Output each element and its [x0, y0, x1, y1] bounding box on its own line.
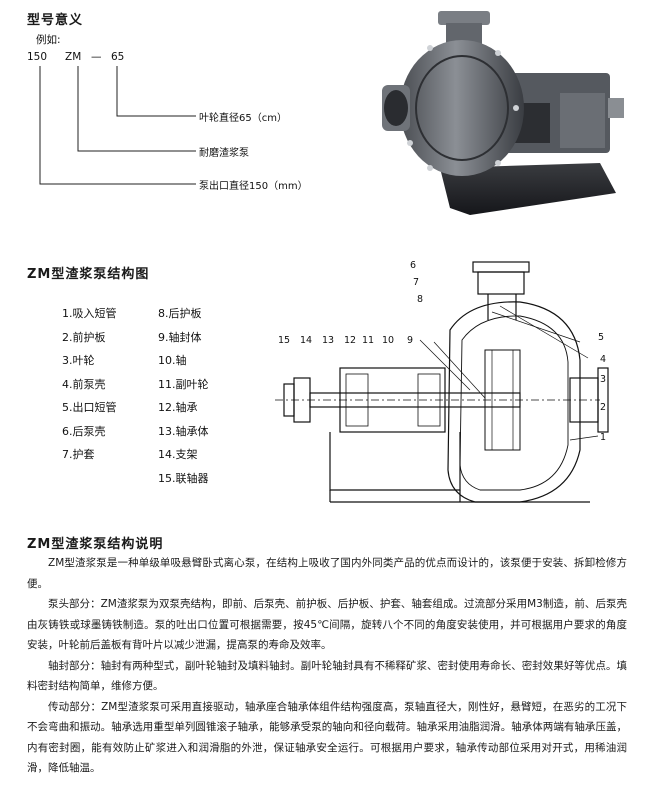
callout-8: 8	[417, 294, 423, 305]
description-paragraph-pump-head: 泵头部分：ZM渣浆泵为双泵壳结构，即前、后泵壳、前护板、后护板、护套、轴套组成。…	[27, 598, 627, 651]
annotation-wear-resistant-pump: 耐磨渣浆泵	[199, 148, 249, 159]
callout-2: 2	[600, 402, 606, 413]
callout-15: 15	[278, 335, 290, 346]
callout-13: 13	[322, 335, 334, 346]
model-code-type: ZM	[65, 51, 82, 63]
callout-numbers: 6 7 8 15 14 13 12 11 10 9 5 4 3 2 1	[278, 260, 606, 443]
part-item: 12.轴承	[158, 401, 198, 414]
description-paragraph-intro: ZM型渣浆泵是一种单级单吸悬臂卧式离心泵，在结构上吸收了国内外同类产品的优点而设…	[27, 557, 627, 590]
part-item: 3.叶轮	[62, 354, 95, 367]
callout-12: 12	[344, 335, 356, 346]
callout-11: 11	[362, 335, 374, 346]
model-code-impeller: 65	[111, 51, 125, 63]
part-item: 6.后泵壳	[62, 424, 106, 438]
part-item: 1.吸入短管	[62, 307, 117, 320]
callout-14: 14	[300, 335, 312, 346]
part-item: 5.出口短管	[62, 401, 117, 414]
callout-7: 7	[413, 277, 419, 288]
part-item: 10.轴	[158, 354, 187, 367]
model-code-leader-lines	[39, 66, 196, 185]
part-item: 9.轴封体	[158, 330, 202, 344]
model-code-dash: —	[91, 51, 102, 63]
callout-4: 4	[600, 354, 606, 365]
part-item: 15.联轴器	[158, 471, 209, 485]
part-item: 4.前泵壳	[62, 377, 106, 391]
example-label: 例如:	[36, 34, 61, 46]
part-item: 11.副叶轮	[158, 377, 209, 391]
callout-9: 9	[407, 335, 413, 346]
callout-3: 3	[600, 374, 606, 385]
model-code-size: 150	[27, 51, 48, 63]
callout-6: 6	[410, 260, 416, 271]
annotation-outlet-diameter: 泵出口直径150（mm）	[199, 181, 308, 192]
model-meaning-title: 型号意义	[27, 13, 84, 28]
callout-1: 1	[600, 432, 606, 443]
parts-list-left: 1.吸入短管 2.前护板 3.叶轮 4.前泵壳 5.出口短管 6.后泵壳 7.护…	[62, 302, 117, 467]
parts-list-right: 8.后护板 9.轴封体 10.轴 11.副叶轮 12.轴承 13.轴承体 14.…	[158, 302, 209, 490]
structure-title: ZM型渣浆泵结构图	[27, 267, 150, 282]
part-item: 2.前护板	[62, 330, 106, 344]
pump-cross-section-drawing: 6 7 8 15 14 13 12 11 10 9 5 4 3 2 1	[275, 260, 609, 503]
callout-10: 10	[382, 335, 394, 346]
annotation-impeller-diameter: 叶轮直径65（cm）	[199, 113, 287, 124]
part-item: 14.支架	[158, 448, 198, 461]
description-paragraph-shaft-seal: 轴封部分：轴封有两种型式，副叶轮轴封及填料轴封。副叶轮轴封具有不稀释矿浆、密封使…	[27, 659, 627, 693]
part-item: 13.轴承体	[158, 424, 209, 438]
pump-photo	[382, 11, 624, 215]
description-title: ZM型渣浆泵结构说明	[27, 537, 164, 552]
part-item: 7.护套	[62, 448, 95, 461]
callout-5: 5	[598, 332, 604, 343]
description-paragraph-transmission: 传动部分：ZM型渣浆泵可采用直接驱动，轴承座合轴承体组件结构强度高，泵轴直径大，…	[27, 700, 627, 775]
part-item: 8.后护板	[158, 307, 202, 320]
description-body: ZM型渣浆泵是一种单级单吸悬臂卧式离心泵，在结构上吸收了国内外同类产品的优点而设…	[27, 553, 627, 779]
